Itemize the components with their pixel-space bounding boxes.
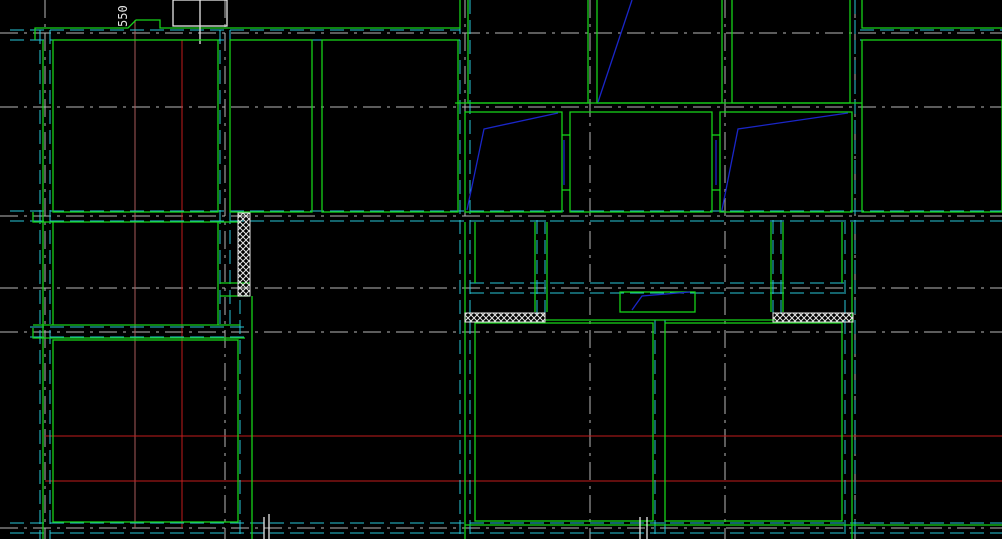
- hatched-column: [237, 212, 251, 297]
- wall-segment: [34, 0, 461, 40]
- room-mid-1: [464, 111, 563, 213]
- blue-lines: [466, 0, 849, 311]
- room-mid-2: [569, 111, 713, 213]
- wall-segment: [32, 212, 240, 223]
- small-opening: [619, 291, 696, 313]
- wall-segment: [467, 0, 589, 104]
- blue-line-right-room: [721, 112, 849, 211]
- wall-segment: [861, 0, 1002, 29]
- room-mid-3: [719, 111, 853, 213]
- hatched-beam-left: [464, 312, 546, 323]
- hatched-elements: [237, 212, 854, 323]
- wall-segment: [731, 0, 851, 104]
- wall-segment: [32, 328, 245, 339]
- wall-segment: [596, 0, 723, 104]
- room-2: [229, 39, 313, 213]
- room-1: [52, 39, 219, 213]
- dimension-label: 550: [116, 5, 130, 27]
- beam-dashed-lines: [10, 0, 1002, 539]
- blue-line-top: [597, 0, 633, 103]
- room-lower-mid: [474, 322, 654, 522]
- hatched-beam-right: [772, 312, 854, 323]
- red-reference-lines: [45, 20, 1002, 528]
- room-3: [321, 39, 459, 213]
- room-lower-right: [664, 322, 843, 522]
- blue-line-left-room: [466, 112, 559, 211]
- room-right-upper: [861, 39, 1002, 213]
- wall-outlines: [32, 0, 1002, 539]
- room-lower-left: [52, 339, 239, 523]
- blue-line-opening: [631, 291, 691, 311]
